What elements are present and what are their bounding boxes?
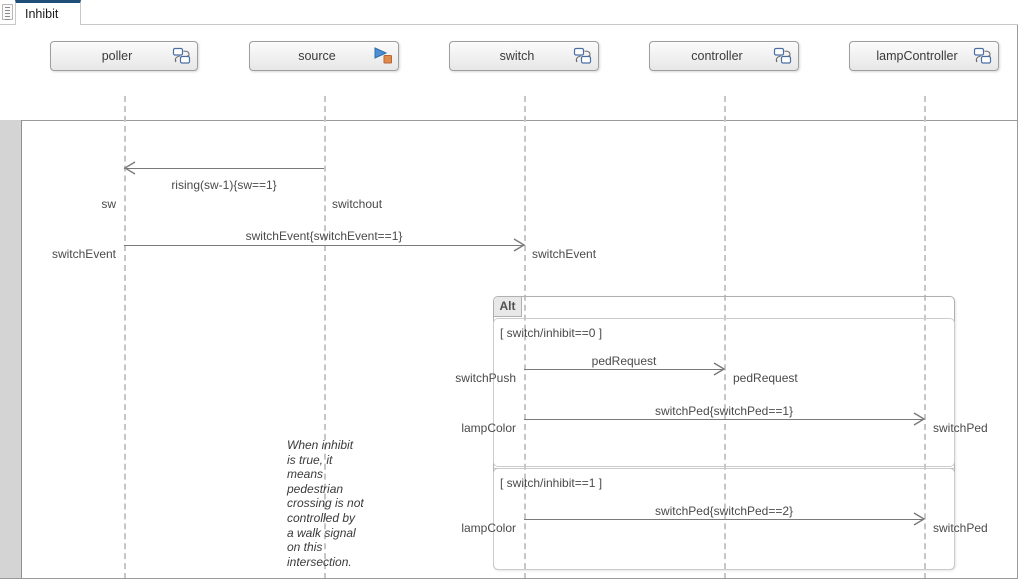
- note-line: intersection.: [287, 554, 352, 569]
- note-line: When inhibit: [287, 438, 354, 452]
- guard-condition-1: [ switch/inhibit==0 ]: [500, 326, 603, 340]
- message-target-port-switchPed-2: switchPed: [933, 521, 988, 535]
- note-line: crossing is not: [287, 496, 364, 511]
- diagram-canvas[interactable]: poller source: [0, 25, 1018, 579]
- message-line-pedRequest[interactable]: [524, 369, 724, 370]
- message-source-port-lampColor-1: lampColor: [461, 421, 516, 435]
- note-line: pedestrian: [287, 481, 344, 496]
- message-source-port-switchPush: switchPush: [455, 371, 516, 385]
- message-label-switchPed-2: switchPed{switchPed==2}: [654, 504, 794, 518]
- lifeline-lampController: [924, 96, 926, 578]
- message-line-switchPed-1[interactable]: [524, 419, 924, 420]
- canvas-header-separator: [22, 120, 1017, 121]
- lifeline-head-poller[interactable]: poller: [50, 41, 198, 71]
- lifeline-head-switch[interactable]: switch: [449, 41, 599, 71]
- lifeline-head-source[interactable]: source: [249, 41, 399, 71]
- state-machine-icon: [973, 47, 993, 65]
- message-label-switchPed-1: switchPed{switchPed==1}: [654, 404, 794, 418]
- lifeline-switch: [524, 96, 526, 578]
- signal-source-icon: [373, 47, 393, 65]
- tab-bar: Inhibit: [0, 0, 1018, 25]
- message-source-port-switchout: switchout: [332, 197, 383, 211]
- menu-lines-icon[interactable]: [2, 4, 13, 20]
- message-line-switchPed-2[interactable]: [524, 519, 924, 520]
- state-machine-icon: [773, 47, 793, 65]
- note-line: means: [287, 467, 324, 482]
- lifeline-source: [324, 96, 326, 578]
- lifeline-controller: [724, 96, 726, 578]
- fragment-operand-2: [493, 468, 955, 570]
- fragment-operator-label: Alt: [494, 297, 522, 317]
- message-target-port-sw: sw: [101, 197, 116, 211]
- note-line: on this: [287, 540, 323, 555]
- note-line: controlled by: [287, 510, 356, 525]
- message-source-port-switchEvent: switchEvent: [51, 247, 116, 261]
- lifeline-head-controller[interactable]: controller: [649, 41, 799, 71]
- lifeline-poller: [124, 96, 126, 578]
- tab-bar-empty-area: [81, 0, 1018, 25]
- lifeline-label-lampController: lampController: [876, 49, 958, 63]
- lifeline-label-source: source: [298, 49, 336, 63]
- message-target-port-pedRequest: pedRequest: [733, 371, 798, 385]
- lifeline-label-controller: controller: [691, 49, 743, 63]
- note-line: is true, it: [287, 452, 333, 467]
- lifeline-label-switch: switch: [499, 49, 535, 63]
- guard-condition-2: [ switch/inhibit==1 ]: [500, 476, 603, 490]
- lifeline-head-lampController[interactable]: lampController: [849, 41, 999, 71]
- message-label-rising: rising(sw-1){sw==1}: [171, 178, 277, 192]
- message-label-switchEvent: switchEvent{switchEvent==1}: [245, 229, 403, 243]
- fragment-operand-1: [493, 318, 955, 467]
- lifeline-label-poller: poller: [101, 49, 133, 63]
- message-line-rising[interactable]: [124, 168, 324, 169]
- message-label-pedRequest: pedRequest: [591, 354, 657, 368]
- tab-inhibit[interactable]: Inhibit: [15, 0, 81, 25]
- message-target-port-switchPed-1: switchPed: [933, 421, 988, 435]
- state-machine-icon: [172, 47, 192, 65]
- note-line: a walk signal: [287, 525, 356, 540]
- message-source-port-lampColor-2: lampColor: [461, 521, 516, 535]
- diagram-note[interactable]: When inhibit is true, it means pedestria…: [287, 438, 373, 569]
- canvas-left-gutter: [0, 120, 22, 578]
- state-machine-icon: [573, 47, 593, 65]
- message-target-port-switchEvent: switchEvent: [532, 247, 597, 261]
- message-line-switchEvent[interactable]: [124, 245, 524, 246]
